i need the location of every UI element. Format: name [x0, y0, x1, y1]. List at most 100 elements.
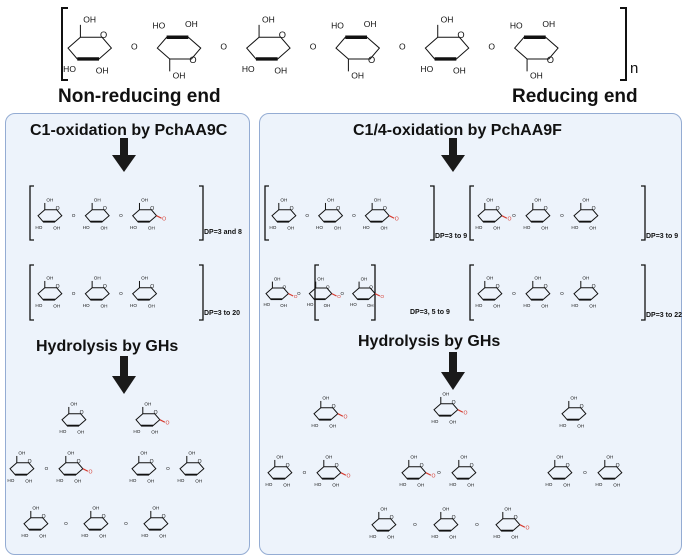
dp-label: DP=3 and 8: [204, 229, 242, 236]
svg-text:O: O: [470, 463, 474, 469]
svg-text:HO: HO: [420, 64, 433, 74]
svg-text:O: O: [346, 473, 350, 479]
svg-text:OH: OH: [541, 226, 548, 231]
svg-text:O: O: [395, 216, 399, 222]
svg-text:OH: OH: [493, 226, 500, 231]
svg-text:HO: HO: [307, 302, 314, 307]
svg-text:OH: OH: [582, 276, 589, 281]
svg-text:O: O: [56, 284, 60, 290]
svg-text:O: O: [286, 463, 290, 469]
svg-text:HO: HO: [493, 534, 500, 539]
svg-text:O: O: [64, 521, 68, 526]
svg-text:OH: OH: [351, 70, 364, 80]
svg-text:O: O: [150, 284, 154, 290]
svg-text:HO: HO: [316, 225, 323, 230]
svg-text:HO: HO: [571, 303, 578, 308]
repeat-unit-n: n: [630, 60, 639, 77]
svg-text:O: O: [162, 514, 166, 520]
svg-text:OH: OH: [556, 455, 563, 460]
svg-text:O: O: [583, 470, 587, 475]
svg-text:O: O: [463, 410, 467, 416]
right-panel-title: C1/4-oxidation by PchAA9F: [353, 122, 562, 139]
svg-text:OH: OH: [442, 507, 449, 512]
svg-text:O: O: [290, 206, 294, 212]
svg-text:O: O: [616, 463, 620, 469]
svg-text:O: O: [336, 206, 340, 212]
svg-text:OH: OH: [322, 396, 329, 401]
svg-text:HO: HO: [21, 533, 28, 538]
svg-text:HO: HO: [264, 302, 271, 307]
svg-text:HO: HO: [141, 533, 148, 538]
svg-text:OH: OH: [606, 455, 613, 460]
svg-text:HO: HO: [559, 423, 566, 428]
svg-text:OH: OH: [287, 226, 294, 231]
svg-text:O: O: [162, 216, 166, 222]
svg-text:HO: HO: [35, 303, 42, 308]
svg-text:HO: HO: [133, 429, 140, 434]
svg-text:O: O: [420, 463, 424, 469]
svg-text:HO: HO: [177, 478, 184, 483]
svg-text:O: O: [56, 206, 60, 212]
svg-text:HO: HO: [595, 482, 602, 487]
svg-text:O: O: [103, 206, 107, 212]
right-hydrolysis-heading: Hydrolysis by GHs: [358, 333, 501, 350]
svg-text:O: O: [592, 284, 596, 290]
svg-text:HO: HO: [571, 225, 578, 230]
svg-text:O: O: [452, 400, 456, 406]
svg-text:OH: OH: [92, 506, 99, 511]
svg-text:HO: HO: [83, 303, 90, 308]
arrow-down-icon: [441, 352, 465, 390]
svg-text:HO: HO: [369, 534, 376, 539]
svg-text:OH: OH: [151, 430, 158, 435]
svg-text:HO: HO: [56, 478, 63, 483]
svg-text:OH: OH: [589, 226, 596, 231]
svg-text:O: O: [399, 41, 406, 51]
dp-label: DP=3 to 9: [435, 233, 468, 240]
dp-label: DP=3 to 20: [204, 310, 240, 317]
svg-text:HO: HO: [7, 478, 14, 483]
svg-text:HO: HO: [59, 429, 66, 434]
svg-text:OH: OH: [101, 304, 108, 309]
arrow-down-icon: [441, 138, 465, 172]
svg-text:OH: OH: [570, 396, 577, 401]
svg-text:OH: OH: [188, 451, 195, 456]
svg-text:HO: HO: [129, 478, 136, 483]
svg-text:OH: OH: [317, 276, 324, 281]
svg-text:O: O: [72, 291, 76, 296]
svg-text:OH: OH: [577, 424, 584, 429]
svg-text:OH: OH: [144, 402, 151, 407]
svg-text:OH: OH: [417, 483, 424, 488]
svg-text:OH: OH: [442, 392, 449, 397]
svg-text:OH: OH: [460, 455, 467, 460]
svg-text:OH: OH: [467, 483, 474, 488]
svg-text:HO: HO: [63, 64, 76, 74]
svg-text:OH: OH: [147, 479, 154, 484]
left-hydrolysis-heading: Hydrolysis by GHs: [36, 338, 179, 355]
svg-text:O: O: [437, 470, 441, 475]
arrow-down-icon: [112, 138, 136, 172]
svg-text:OH: OH: [453, 66, 466, 76]
svg-text:HO: HO: [523, 225, 530, 230]
svg-text:O: O: [452, 515, 456, 521]
svg-text:OH: OH: [449, 420, 456, 425]
svg-text:O: O: [475, 522, 479, 527]
svg-text:HO: HO: [363, 225, 370, 230]
svg-text:O: O: [566, 463, 570, 469]
svg-text:O: O: [45, 466, 49, 471]
svg-text:OH: OH: [334, 226, 341, 231]
svg-text:OH: OH: [582, 198, 589, 203]
svg-text:O: O: [512, 213, 516, 218]
svg-text:OH: OH: [364, 19, 377, 29]
svg-text:O: O: [512, 291, 516, 296]
